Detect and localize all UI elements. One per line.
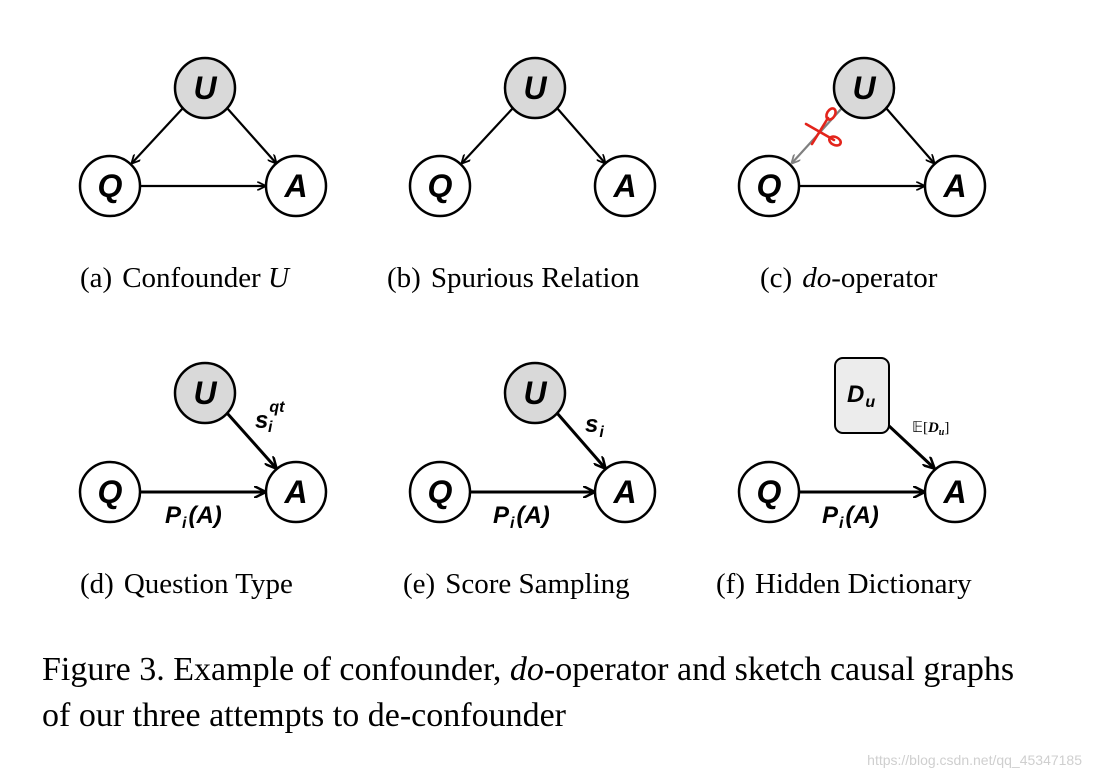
- caption-text: Confounder: [122, 262, 268, 294]
- node-a: [593, 154, 657, 218]
- node-a-label: A: [283, 168, 307, 204]
- node-u: [832, 56, 896, 120]
- caption-tag: (d): [80, 568, 114, 600]
- figure-caption-rest: -operator and sketch causal graphs of ou…: [42, 651, 1015, 734]
- node-a: [264, 460, 328, 524]
- figure-caption: Figure 3. Example of confounder, do-oper…: [42, 647, 1042, 739]
- node-u-label: U: [193, 70, 217, 106]
- node-u: [503, 56, 567, 120]
- edge-u-q: [462, 107, 514, 163]
- edge-u-a: [885, 107, 934, 163]
- caption-text: Hidden Dictionary: [754, 568, 972, 600]
- node-u-label: U: [523, 375, 547, 411]
- node-q: [78, 460, 142, 524]
- node-a-label: A: [612, 168, 636, 204]
- caption-text: Score Sampling: [445, 568, 630, 600]
- node-q-label: Q: [428, 474, 453, 510]
- node-u-label: U: [193, 375, 217, 411]
- graph-e: U Q A si Pi(A): [408, 361, 657, 532]
- edge-u-a: [225, 412, 276, 468]
- node-q-label: Q: [757, 474, 782, 510]
- edge-u-a: [556, 107, 605, 163]
- node-u-label: U: [523, 70, 547, 106]
- figure-caption-lead: Figure 3. Example of confounder,: [42, 651, 510, 688]
- edge-label-p: Pi(A): [165, 502, 222, 532]
- caption-a: (a) Confounder U: [80, 262, 289, 295]
- causal-graphs-figure: U Q A U Q A U Q A: [78, 56, 987, 532]
- caption-tag: (f): [716, 568, 745, 600]
- caption-tag: (c): [760, 262, 793, 294]
- node-u: [173, 361, 237, 425]
- graph-c: U Q A: [737, 56, 987, 218]
- node-a: [923, 460, 987, 524]
- caption-d: (d) Question Type: [80, 568, 293, 601]
- figure-caption-italic: do: [509, 651, 544, 688]
- node-q: [737, 154, 801, 218]
- node-q-label: Q: [428, 168, 453, 204]
- graph-a: U Q A: [78, 56, 328, 218]
- node-a-label: A: [942, 168, 966, 204]
- scissors-icon: [804, 107, 842, 147]
- node-u: [173, 56, 237, 120]
- edge-label-s-qt: sqt: [255, 399, 285, 434]
- caption-tag: (e): [403, 568, 436, 600]
- node-a-label: A: [612, 474, 636, 510]
- node-q: [737, 460, 801, 524]
- edge-u-a: [226, 107, 276, 163]
- node-dictionary-label: Du: [847, 381, 875, 411]
- edge-label-expectation: 𝔼[Du]: [912, 420, 949, 438]
- node-a: [923, 154, 987, 218]
- node-q: [78, 154, 142, 218]
- edge-u-q: [132, 107, 184, 163]
- node-a-label: A: [283, 474, 307, 510]
- watermark: https://blog.csdn.net/qq_45347185: [867, 752, 1082, 768]
- graph-d: U Q A sqt i Pi(A): [78, 361, 328, 532]
- node-q-label: Q: [98, 474, 123, 510]
- caption-text: Question Type: [123, 568, 293, 600]
- node-a: [264, 154, 328, 218]
- caption-c: (c) do-operator: [760, 262, 937, 295]
- edge-d-a: [886, 423, 934, 468]
- caption-math: U: [267, 262, 289, 294]
- graph-f: Du Q A 𝔼[Du] Pi(A): [737, 357, 987, 532]
- node-u-label: U: [852, 70, 876, 106]
- edge-label-s: si: [585, 411, 604, 441]
- node-a-label: A: [942, 474, 966, 510]
- caption-text: -operator: [831, 262, 938, 294]
- edge-label-s-qt-sub: i: [268, 419, 273, 436]
- caption-text: Spurious Relation: [430, 262, 640, 294]
- caption-tag: (b): [387, 262, 421, 294]
- node-q-label: Q: [98, 168, 123, 204]
- caption-italic: do: [802, 262, 832, 294]
- node-a: [593, 460, 657, 524]
- caption-f: (f) Hidden Dictionary: [716, 568, 972, 601]
- caption-e: (e) Score Sampling: [403, 568, 630, 601]
- edge-label-p: Pi(A): [493, 502, 550, 532]
- node-dictionary: [834, 357, 890, 434]
- node-q: [408, 154, 472, 218]
- graph-b: U Q A: [408, 56, 657, 218]
- caption-tag: (a): [80, 262, 113, 294]
- node-q-label: Q: [757, 168, 782, 204]
- edge-label-p: Pi(A): [822, 502, 879, 532]
- edge-u-a: [555, 412, 605, 468]
- node-u: [503, 361, 567, 425]
- node-q: [408, 460, 472, 524]
- caption-b: (b) Spurious Relation: [387, 262, 639, 295]
